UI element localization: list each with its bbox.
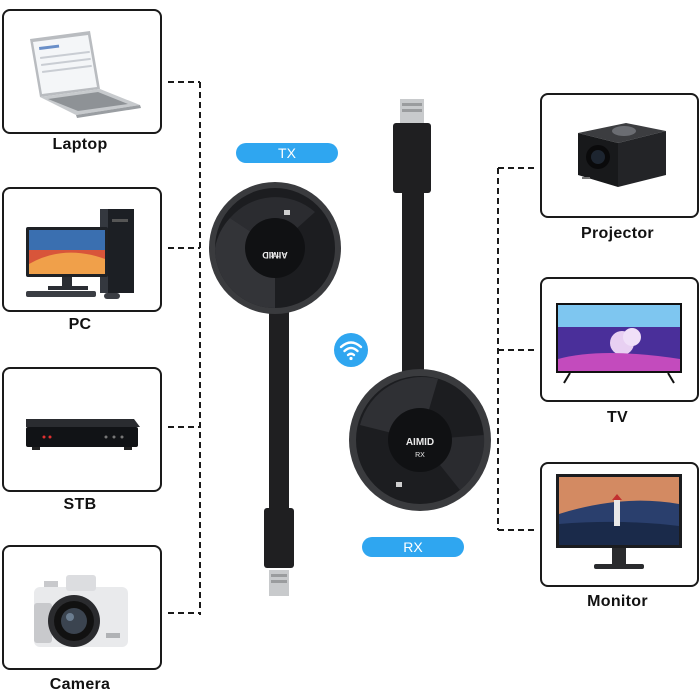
pc-card	[2, 187, 162, 312]
display-label-monitor: Monitor	[540, 593, 695, 611]
rx-receiver: AIMID RX	[340, 95, 495, 525]
projector-icon	[542, 95, 697, 216]
camera-card	[2, 545, 162, 670]
display-connector-lines	[494, 160, 539, 540]
projector-card	[540, 93, 699, 218]
monitor-card	[540, 462, 699, 587]
source-label-laptop: Laptop	[2, 136, 158, 154]
rx-badge: RX	[362, 537, 464, 557]
tv-icon	[542, 279, 697, 400]
stb-card	[2, 367, 162, 492]
source-connector-lines	[160, 70, 205, 630]
camera-icon	[4, 547, 160, 668]
display-label-tv: TV	[540, 409, 695, 427]
source-label-stb: STB	[2, 496, 158, 514]
source-label-pc: PC	[2, 316, 158, 334]
source-label-camera: Camera	[2, 676, 158, 694]
laptop-card	[2, 9, 162, 134]
desktop-pc-icon	[4, 189, 160, 310]
svg-text:TX: TX	[270, 250, 279, 257]
svg-text:AIMID: AIMID	[406, 437, 434, 448]
display-label-projector: Projector	[540, 225, 695, 243]
tx-badge: TX	[236, 143, 338, 163]
tx-transmitter: AIMID TX	[205, 178, 345, 608]
svg-text:RX: RX	[415, 452, 425, 459]
tv-card	[540, 277, 699, 402]
set-top-box-icon	[4, 369, 160, 490]
laptop-icon	[4, 11, 160, 132]
monitor-icon	[542, 464, 697, 585]
